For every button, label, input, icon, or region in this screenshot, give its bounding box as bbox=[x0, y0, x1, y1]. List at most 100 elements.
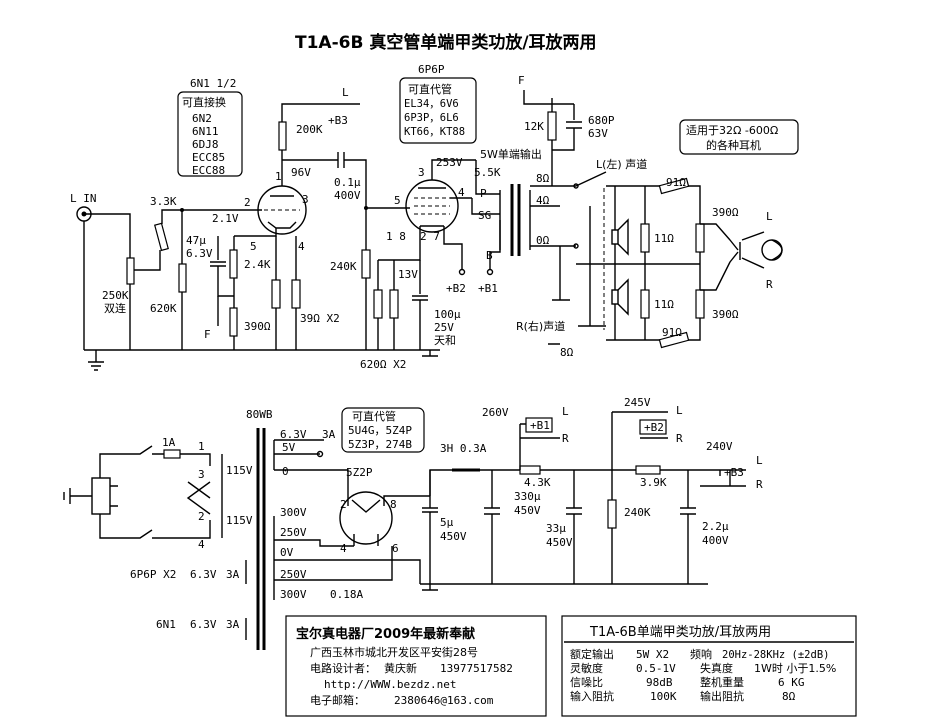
svg-text:0.18A: 0.18A bbox=[330, 588, 363, 601]
power-transformer-label: 80WB bbox=[246, 408, 273, 421]
svg-text:12K: 12K bbox=[524, 120, 544, 133]
svg-text:R: R bbox=[766, 278, 773, 291]
fuse-1a bbox=[163, 449, 181, 459]
svg-text:4.3K: 4.3K bbox=[524, 476, 551, 489]
resistor-3k9 bbox=[635, 465, 661, 475]
6n1-sub-box bbox=[177, 91, 243, 177]
6n1-triode-icon bbox=[257, 185, 307, 235]
svg-text:3: 3 bbox=[198, 468, 205, 481]
resistor-240k-bleeder bbox=[607, 499, 617, 529]
svg-text:330μ: 330μ bbox=[514, 490, 541, 503]
svg-text:680P: 680P bbox=[588, 114, 615, 127]
svg-text:3H 0.3A: 3H 0.3A bbox=[440, 442, 487, 455]
resistor-620b bbox=[389, 289, 399, 319]
svg-text:L: L bbox=[342, 86, 349, 99]
svg-text:300V: 300V bbox=[280, 588, 307, 601]
svg-text:0V: 0V bbox=[280, 546, 294, 559]
volume-pot bbox=[126, 257, 135, 285]
svg-text:1W时 小于1.5%: 1W时 小于1.5% bbox=[754, 662, 836, 675]
svg-text:5W单端输出: 5W单端输出 bbox=[480, 147, 542, 161]
headphone-box bbox=[679, 119, 799, 155]
rectifier-label: 5Z2P bbox=[346, 466, 373, 479]
6p6p-pentode-icon bbox=[405, 179, 459, 233]
headphone-jack-icon bbox=[741, 231, 783, 269]
maker-url: http://WWW.bezdz.net bbox=[324, 678, 456, 691]
svg-text:47μ: 47μ bbox=[186, 234, 206, 247]
svg-text:390Ω: 390Ω bbox=[712, 206, 739, 219]
svg-text:91Ω: 91Ω bbox=[662, 326, 682, 339]
svg-text:4: 4 bbox=[198, 538, 205, 551]
svg-text:F: F bbox=[518, 74, 525, 87]
svg-text:390Ω: 390Ω bbox=[244, 320, 271, 333]
svg-text:450V: 450V bbox=[546, 536, 573, 549]
svg-text:整机重量: 整机重量 bbox=[700, 675, 744, 689]
svg-text:20Hz-28KHz (±2dB): 20Hz-28KHz (±2dB) bbox=[722, 649, 829, 661]
svg-text:200K: 200K bbox=[296, 123, 323, 136]
svg-text:5V: 5V bbox=[282, 441, 296, 454]
resistor-11b bbox=[640, 289, 650, 319]
svg-text:240V: 240V bbox=[706, 440, 733, 453]
svg-text:5.5K: 5.5K bbox=[474, 166, 501, 179]
svg-text:6P3P，6L6: 6P3P，6L6 bbox=[404, 112, 459, 124]
svg-text:失真度: 失真度 bbox=[700, 661, 733, 675]
svg-text:300V: 300V bbox=[280, 506, 307, 519]
resistor-4k3 bbox=[519, 465, 541, 475]
svg-text:245V: 245V bbox=[624, 396, 651, 409]
svg-text:400V: 400V bbox=[334, 189, 361, 202]
svg-text:2: 2 bbox=[198, 510, 205, 523]
svg-text:3.9K: 3.9K bbox=[640, 476, 667, 489]
svg-text:240K: 240K bbox=[330, 260, 357, 273]
svg-text:5: 5 bbox=[394, 194, 401, 207]
rectifier-sub-box bbox=[341, 407, 425, 453]
b2-box bbox=[639, 419, 667, 435]
svg-text:63V: 63V bbox=[588, 127, 608, 140]
resistor-240k bbox=[361, 249, 371, 279]
svg-text:450V: 450V bbox=[514, 504, 541, 517]
svg-text:5W X2: 5W X2 bbox=[636, 648, 669, 661]
schematic-title: T1A-6B 真空管单端甲类功放/耳放两用 bbox=[295, 32, 597, 53]
output-transformer-icon bbox=[499, 184, 531, 256]
svg-text:4: 4 bbox=[458, 186, 465, 199]
svg-text:B: B bbox=[486, 249, 493, 262]
svg-text:240K: 240K bbox=[624, 506, 651, 519]
svg-text:4: 4 bbox=[340, 542, 347, 555]
svg-text:+B2: +B2 bbox=[446, 282, 466, 295]
svg-text:L: L bbox=[766, 210, 773, 223]
svg-text:L: L bbox=[562, 405, 569, 418]
svg-text:25V: 25V bbox=[434, 321, 454, 334]
svg-text:0: 0 bbox=[282, 465, 289, 478]
svg-text:6.3V: 6.3V bbox=[190, 618, 217, 631]
svg-text:电子邮箱：: 电子邮箱： bbox=[310, 693, 365, 707]
resistor-200k bbox=[278, 121, 287, 151]
svg-text:253V: 253V bbox=[436, 156, 463, 169]
svg-text:6.3V: 6.3V bbox=[186, 247, 213, 260]
svg-text:6N2: 6N2 bbox=[192, 112, 212, 125]
svg-text:2.4K: 2.4K bbox=[244, 258, 271, 271]
resistor-3k3 bbox=[154, 222, 169, 252]
resistor-620k-label: 620K bbox=[150, 302, 177, 315]
svg-text:11Ω: 11Ω bbox=[654, 298, 674, 311]
svg-text:ECC88: ECC88 bbox=[192, 164, 225, 177]
pot-dual: 双连 bbox=[104, 302, 126, 315]
svg-text:+B3: +B3 bbox=[328, 114, 348, 127]
svg-text:+B1: +B1 bbox=[478, 282, 498, 295]
left-channel-label: L(左) 声道 bbox=[596, 157, 647, 171]
svg-text:2.1V: 2.1V bbox=[212, 212, 239, 225]
svg-text:390Ω: 390Ω bbox=[712, 308, 739, 321]
svg-text:3A: 3A bbox=[226, 618, 240, 631]
svg-text:0Ω: 0Ω bbox=[536, 234, 550, 247]
rectifier-tube-icon bbox=[339, 491, 393, 546]
svg-text:R: R bbox=[562, 432, 569, 445]
svg-text:115V: 115V bbox=[226, 514, 253, 527]
svg-text:620Ω X2: 620Ω X2 bbox=[360, 358, 406, 371]
svg-text:8Ω: 8Ω bbox=[536, 172, 550, 185]
svg-text:8Ω: 8Ω bbox=[782, 690, 796, 703]
svg-text:信噪比: 信噪比 bbox=[570, 676, 603, 689]
svg-text:250V: 250V bbox=[280, 568, 307, 581]
svg-text:6DJ8: 6DJ8 bbox=[192, 138, 219, 151]
svg-text:+B3: +B3 bbox=[724, 466, 744, 479]
resistor-620a bbox=[373, 289, 383, 319]
svg-text:可直代管: 可直代管 bbox=[408, 82, 452, 96]
svg-text:250V: 250V bbox=[280, 526, 307, 539]
svg-text:3: 3 bbox=[302, 193, 309, 206]
